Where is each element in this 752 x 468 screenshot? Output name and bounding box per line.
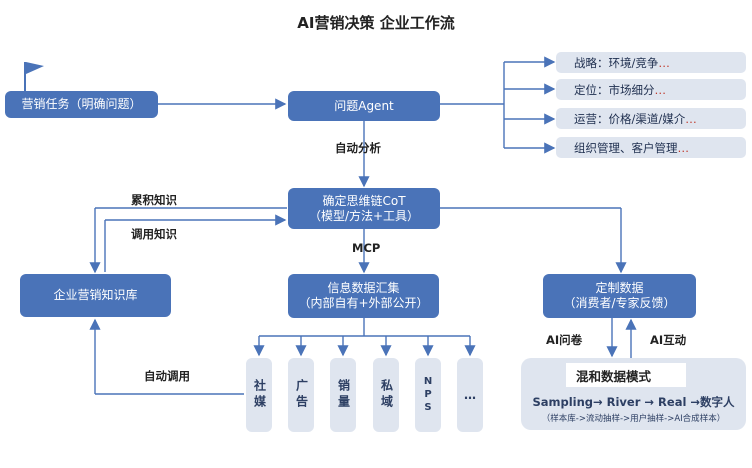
marketing-task-label: 营销任务（明确问题） bbox=[21, 97, 142, 111]
question-agent-label: 问题Agent bbox=[334, 98, 394, 113]
custom-data-subtitle: （消费者/专家反馈） bbox=[563, 296, 676, 310]
label-accumulate-knowledge: 累积知识 bbox=[131, 193, 177, 207]
source-nps: NPS bbox=[415, 358, 441, 432]
cot-title: 确定思维链CoT bbox=[322, 193, 406, 208]
custom-data-box: 定制数据 （消费者/专家反馈） bbox=[543, 274, 696, 318]
mixed-data-detail: （样本库->流动抽样->用户抽样->AI合成样本） bbox=[541, 414, 726, 424]
label-auto-analysis: 自动分析 bbox=[335, 141, 381, 155]
label-ai-survey: AI问卷 bbox=[546, 333, 583, 347]
page-title: AI营销决策 企业工作流 bbox=[297, 14, 455, 32]
label-invoke-knowledge: 调用知识 bbox=[131, 227, 177, 241]
label-ai-interact: AI互动 bbox=[650, 333, 687, 347]
info-collection-box: 信息数据汇集 （内部自有+外部公开） bbox=[288, 274, 439, 318]
custom-data-title: 定制数据 bbox=[595, 281, 644, 295]
info-collection-subtitle: （内部自有+外部公开） bbox=[298, 296, 429, 310]
cot-box: 确定思维链CoT （模型/方法+工具） bbox=[288, 188, 440, 229]
knowledge-base-label: 企业营销知识库 bbox=[53, 288, 138, 302]
mixed-data-flow: Sampling→ River → Real →数字人 bbox=[532, 395, 735, 409]
question-agent-box: 问题Agent bbox=[288, 91, 440, 121]
info-collection-title: 信息数据汇集 bbox=[327, 281, 400, 295]
output-operations: 运营：价格/渠道/媒介… bbox=[556, 108, 746, 129]
source-more: … bbox=[457, 358, 483, 432]
source-social-media: 社媒 bbox=[246, 358, 272, 432]
label-auto-invoke: 自动调用 bbox=[144, 369, 190, 383]
mixed-data-title: 混和数据模式 bbox=[566, 363, 686, 387]
source-sales: 销量 bbox=[330, 358, 356, 432]
source-private-domain: 私域 bbox=[373, 358, 399, 432]
output-strategy: 战略：环境/竞争… bbox=[556, 52, 746, 73]
cot-subtitle: （模型/方法+工具） bbox=[308, 208, 420, 223]
output-positioning: 定位：市场细分… bbox=[556, 79, 746, 100]
source-advertising: 广告 bbox=[288, 358, 314, 432]
label-mcp: MCP bbox=[352, 241, 381, 255]
knowledge-base-box: 企业营销知识库 bbox=[20, 274, 171, 317]
output-management: 组织管理、客户管理… bbox=[556, 137, 746, 158]
marketing-task-box: 营销任务（明确问题） bbox=[5, 91, 158, 118]
